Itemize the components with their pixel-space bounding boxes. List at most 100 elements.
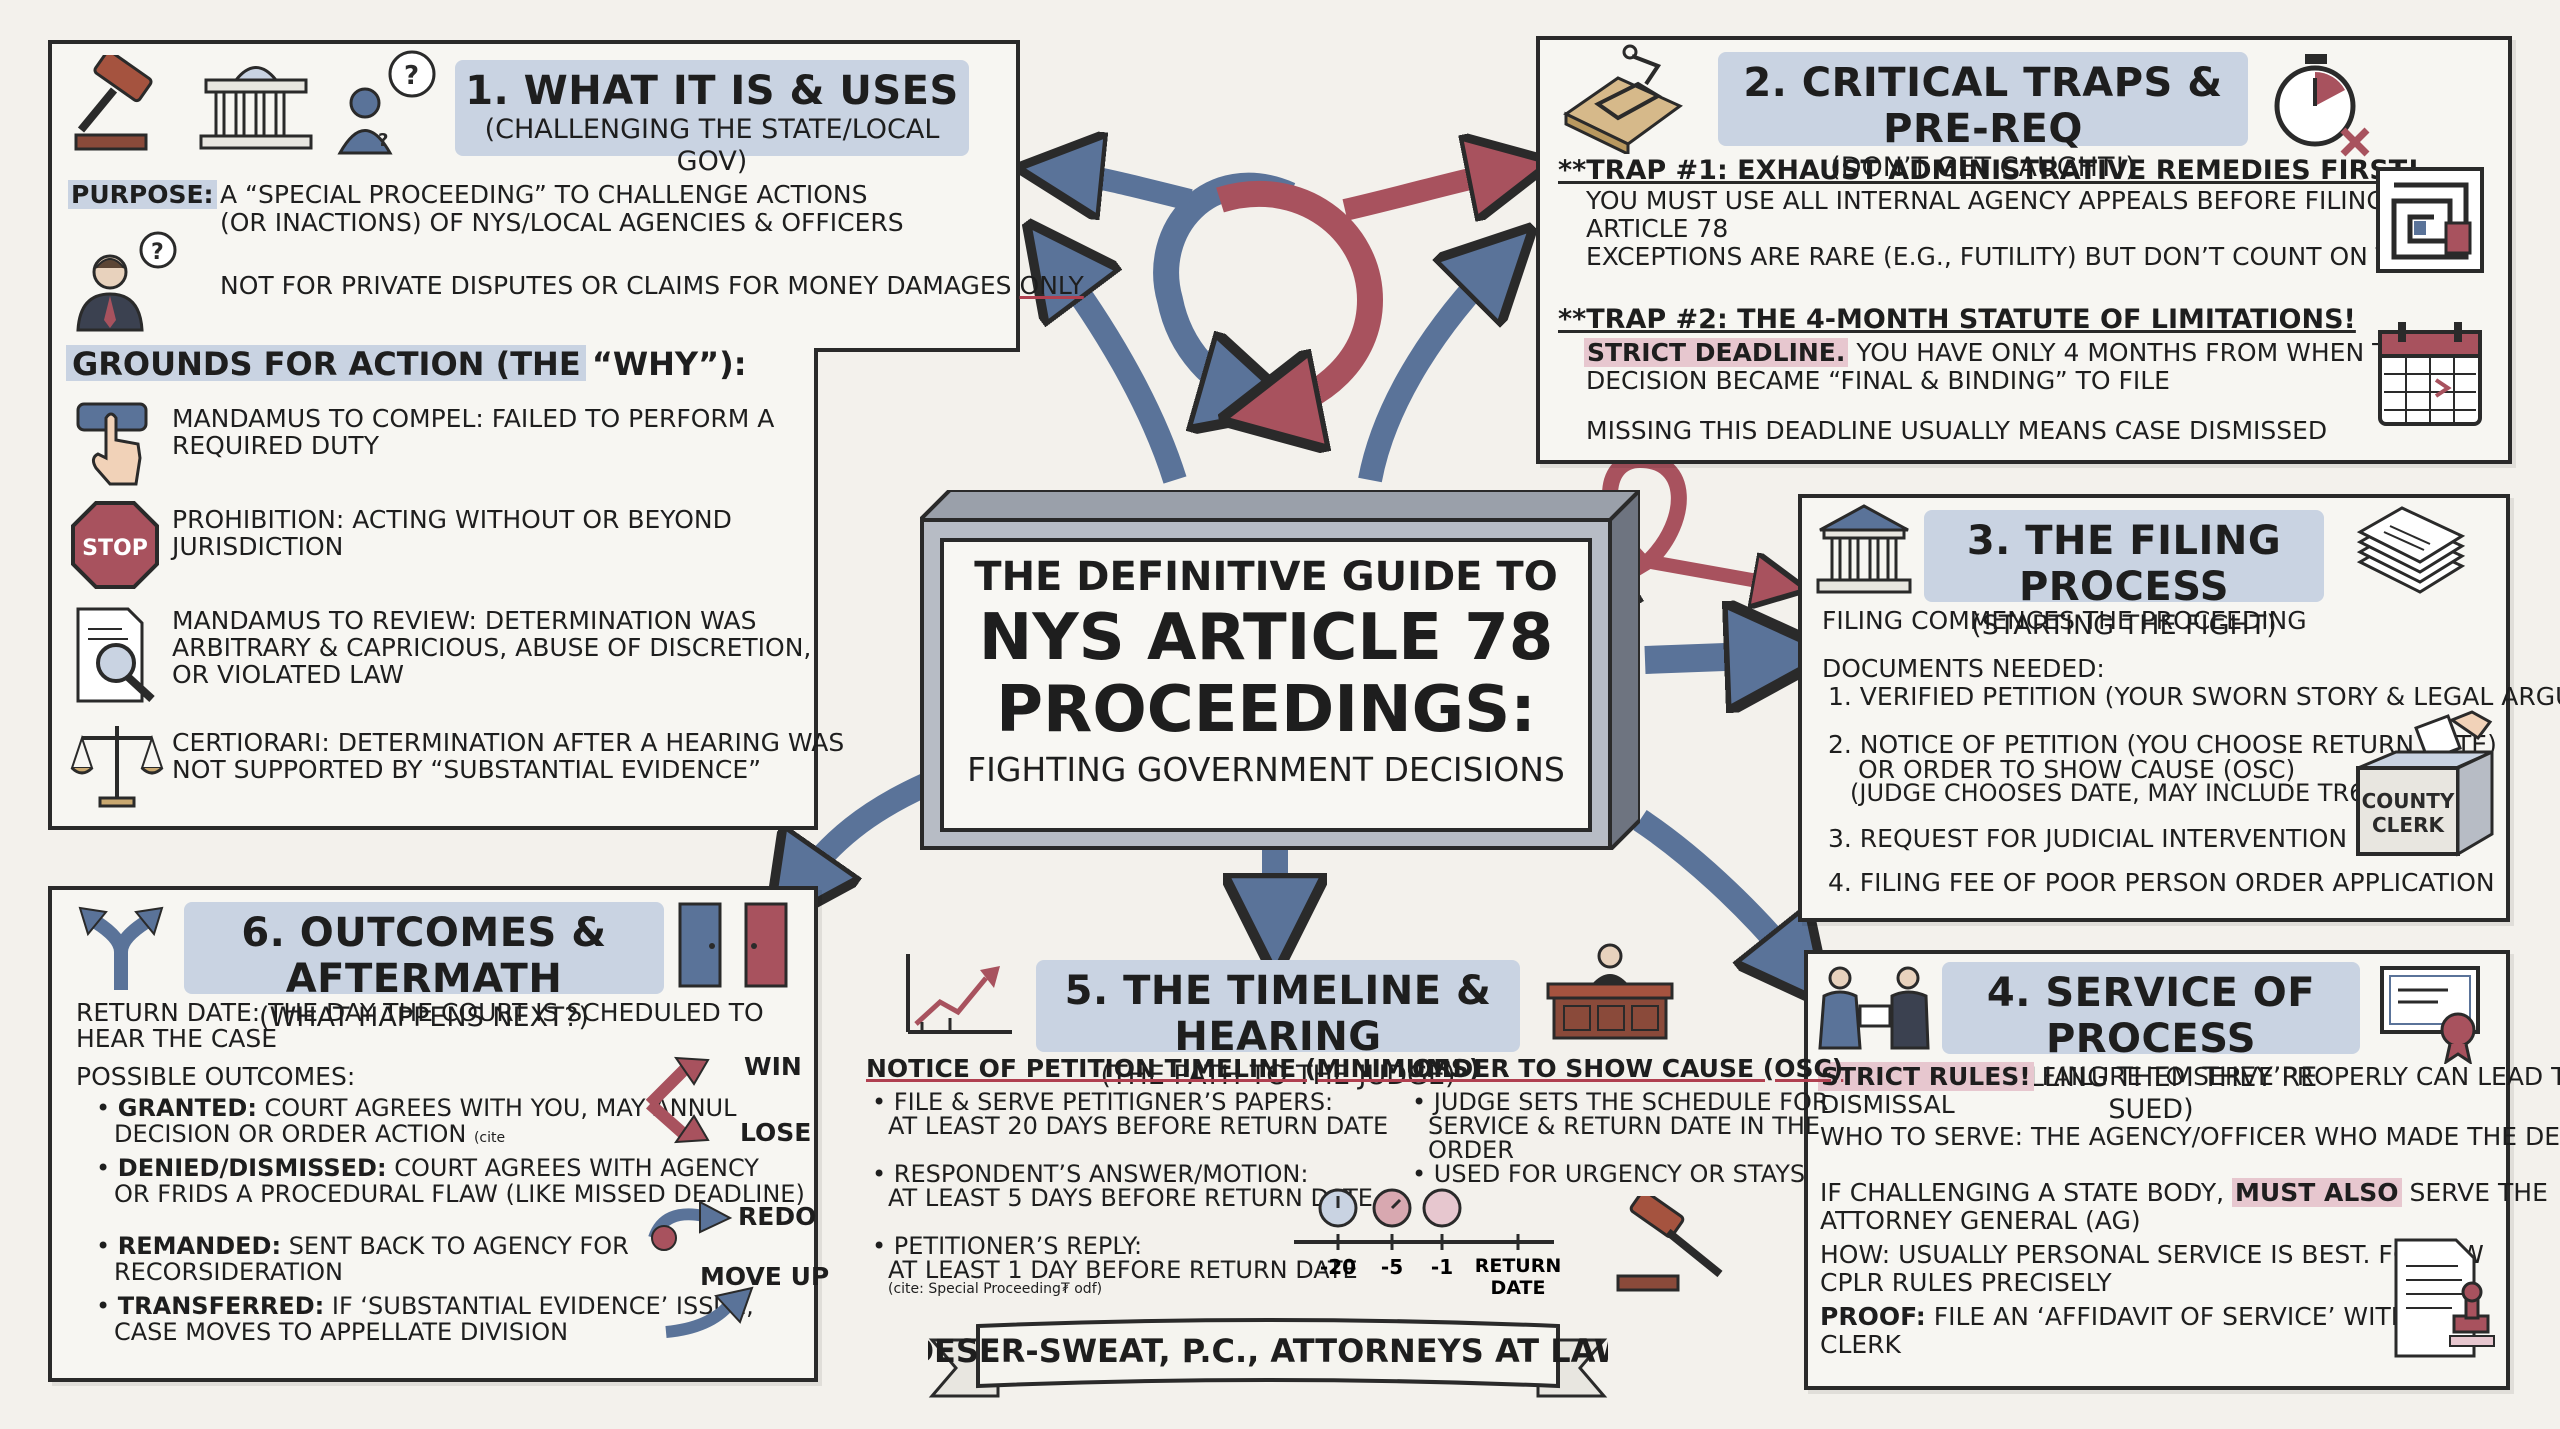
section2-title-pill: 2. CRITICAL TRAPS & PRE-REQ (DON’T GET C… [1718, 52, 2248, 183]
purpose-label: PURPOSE: [68, 180, 217, 209]
footer-banner-text: OESER-SWEAT, P.C., ATTORNEYS AT LAW [928, 1332, 1608, 1370]
doc-item-2: 2. NOTICE OF PETITION (YOU CHOOSE RETURN… [1828, 730, 2497, 759]
outcome-denied-line2: OR FRIDS A PROCEDURAL FLAW (LIKE MISSED … [114, 1180, 805, 1208]
affidavit-stamp-icon [2394, 1238, 2495, 1358]
trap1-line2: ARTICLE 78 [1586, 214, 1729, 243]
grounds-heading: GROUNDS FOR ACTION (THE “WHY”): [72, 345, 747, 383]
ground2-line2: JURISDICTION [172, 532, 344, 561]
strict-rules-line1: STRICT RULES! FAILURE TO SERVE PROPERLY … [1818, 1062, 2560, 1091]
docs-heading: DOCUMENTS NEEDED: [1822, 654, 2105, 683]
ballot-box-icon: COUNTY CLERK [2356, 710, 2494, 857]
not-for-line: NOT FOR PRIVATE DISPUTES OR CLAIMS FOR M… [220, 271, 1084, 300]
trap1-line1: YOU MUST USE ALL INTERNAL AGENCY APPEALS… [1586, 186, 2430, 215]
notice-heading: NOTICE OF PETITION TIMELINE (MINIMUMS) [866, 1054, 1481, 1083]
lawyer-avatar-icon: ? [76, 231, 177, 332]
outcome-transferred-line1: • TRANSFERRED: IF ‘SUBSTANTIAL EVIDENCE’… [96, 1292, 754, 1320]
notice-item1-line2: AT LEAST 20 DAYS BEFORE RETURN DATE [888, 1112, 1389, 1140]
stop-sign-text: STOP [82, 536, 148, 561]
osc-item1b: SERVICE & RETURN DATE IN THE [1428, 1112, 1821, 1140]
ground2-line1: PROHIBITION: ACTING WITHOUT OR BEYOND [172, 505, 732, 534]
arrow-to-section1-top [1060, 172, 1193, 200]
svg-text:?: ? [151, 240, 164, 265]
paper-stack-icon [2356, 506, 2466, 594]
doc-item-1: 1. VERIFIED PETITION (YOUR SWORN STORY &… [1828, 682, 2560, 711]
grounds-heading-bg [66, 345, 586, 381]
proof-line1: PROOF: FILE AN ‘AFFIDAVIT OF SERVICE’ WI… [1820, 1302, 2468, 1331]
question-person-icon: ? ? [337, 50, 436, 155]
how-line1: HOW: USUALLY PERSONAL SERVICE IS BEST. F… [1820, 1240, 2484, 1269]
section2-title: 2. CRITICAL TRAPS & PRE-REQ [1743, 60, 2223, 152]
timeline-graphic: -20 -5 -1 RETURN DATE [1294, 1188, 1560, 1299]
label-move-up: MOVE UP [700, 1262, 830, 1291]
server-handoff-icon [1818, 966, 1930, 1050]
gavel-icon [1616, 1196, 1723, 1292]
ground1-line2: REQUIRED DUTY [172, 431, 379, 460]
trap2-heading: **TRAP #2: THE 4-MONTH STATUTE OF LIMITA… [1558, 304, 2356, 335]
finger-press-icon [76, 402, 148, 486]
section1-frame [48, 40, 1020, 830]
purpose-line1: A “SPECIAL PROCEEDING” TO CHALLENGE ACTI… [220, 180, 868, 209]
cycle-arrow-blue [1153, 172, 1290, 395]
notice-item3-line1: • PETITIONER’S REPLY: [872, 1232, 1143, 1260]
notice-item2-line1: • RESPONDENT’S ANSWER/MOTION: [872, 1160, 1309, 1188]
footer-banner: OESER-SWEAT, P.C., ATTORNEYS AT LAW [928, 1318, 1608, 1398]
mousetrap-icon [1563, 44, 1683, 154]
how-line2: CPLR RULES PRECISELY [1820, 1268, 2112, 1297]
possible-outcomes: POSSIBLE OUTCOMES: [76, 1062, 356, 1091]
arrow-to-section2-top [1342, 170, 1510, 210]
section3-subtitle: (STARTING THE FIGHT) [1971, 610, 2277, 641]
doc-item-2b: OR ORDER TO SHOW CAUSE (OSC) [1858, 755, 2296, 784]
certificate-icon [2380, 966, 2480, 1064]
move-up-arrow-icon [665, 1286, 754, 1338]
cycle-arrow-red [1220, 180, 1384, 410]
arrow-to-section6 [795, 774, 930, 890]
return-date-line2: HEAR THE CASE [76, 1024, 278, 1053]
tick-return: RETURN [1475, 1255, 1560, 1277]
outcome-remanded-line2: RECORSIDERATION [114, 1258, 343, 1286]
calendar-icon [2378, 322, 2482, 426]
fork-arrow-icon [78, 906, 164, 990]
scales-icon [70, 726, 164, 808]
outcome-transferred-line2: CASE MOVES TO APPELLATE DIVISION [114, 1318, 569, 1346]
county-label: COUNTY [2362, 789, 2455, 813]
section1-title-pill: 1. WHAT IT IS & USES (CHALLENGING THE ST… [455, 60, 969, 177]
notice-item3-line2: AT LEAST 1 DAY BEFORE RETURN DATE [888, 1256, 1358, 1284]
center-title-box: THE DEFINITIVE GUIDE TO NYS ARTICLE 78 P… [920, 490, 1640, 850]
courthouse-icon [1816, 504, 1912, 594]
ground3-line3: OR VIOLATED LAW [172, 660, 405, 689]
trap2-line2: DECISION BECAME “FINAL & BINDING” TO FIL… [1586, 366, 2170, 395]
ground4-line2: NOT SUPPORTED BY “SUBSTANTIAL EVIDENCE” [172, 755, 762, 784]
doc-item-4: 4. FILING FEE OF POOR PERSON ORDER APPLI… [1828, 868, 2495, 897]
section6-title-pill: 6. OUTCOMES & AFTERMATH (WHAT HAPPENS NE… [184, 902, 664, 1033]
who-to-serve: WHO TO SERVE: THE AGENCY/OFFICER WHO MAD… [1820, 1122, 2560, 1151]
ground4-line1: CERTIORARI: DETERMINATION AFTER A HEARIN… [172, 728, 845, 757]
ground1-line1: MANDAMUS TO COMPEL: FAILED TO PERFORM A [172, 404, 775, 433]
center-title-line4: FIGHTING GOVERNMENT DECISIONS [967, 750, 1565, 789]
doc-item-2c: (JUDGE CHOOSES DATE, MAY INCLUDE TR6) [1850, 779, 2374, 807]
label-redo: REDO [738, 1202, 817, 1231]
tick-minus1: -1 [1431, 1255, 1453, 1279]
tick-date: DATE [1491, 1277, 1546, 1299]
maze-icon [2376, 167, 2484, 273]
proof-line2: CLERK [1820, 1330, 1901, 1359]
center-title-line1: THE DEFINITIVE GUIDE TO [974, 554, 1558, 600]
section4-subtitle: (TELLING THEM THEY’RE SUED) [1984, 1062, 2318, 1125]
clerk-label: CLERK [2372, 813, 2445, 837]
osc-item2: • USED FOR URGENCY OR STAYS [1412, 1160, 1806, 1188]
section4-title-pill: 4. SERVICE OF PROCESS (TELLING THEM THEY… [1942, 962, 2360, 1125]
judge-bench-icon [1546, 943, 1674, 1040]
gavel-icon [74, 55, 153, 151]
svg-text:?: ? [404, 61, 419, 91]
section1-subtitle: (CHALLENGING THE STATE/LOCAL GOV) [484, 114, 940, 177]
stop-sign-icon: STOP [71, 501, 159, 589]
tick-minus20: -20 [1320, 1255, 1356, 1279]
osc-item1: • JUDGE SETS THE SCHEDULE FOR [1412, 1088, 1829, 1116]
clock-icon [1422, 1188, 1462, 1228]
section4-title: 4. SERVICE OF PROCESS [1986, 970, 2316, 1062]
center-title-line2: NYS ARTICLE 78 [978, 601, 1554, 675]
section6-title: 6. OUTCOMES & AFTERMATH [241, 910, 607, 1002]
arrow-to-section2-up [1358, 260, 1500, 483]
win-lose-arrow-icon [646, 1056, 710, 1144]
section6-subtitle: (WHAT HAPPENS NEXT?) [259, 1002, 589, 1033]
return-date-line1: RETURN DATE: THE DAY THE COURT IS SCHEDU… [76, 998, 764, 1027]
